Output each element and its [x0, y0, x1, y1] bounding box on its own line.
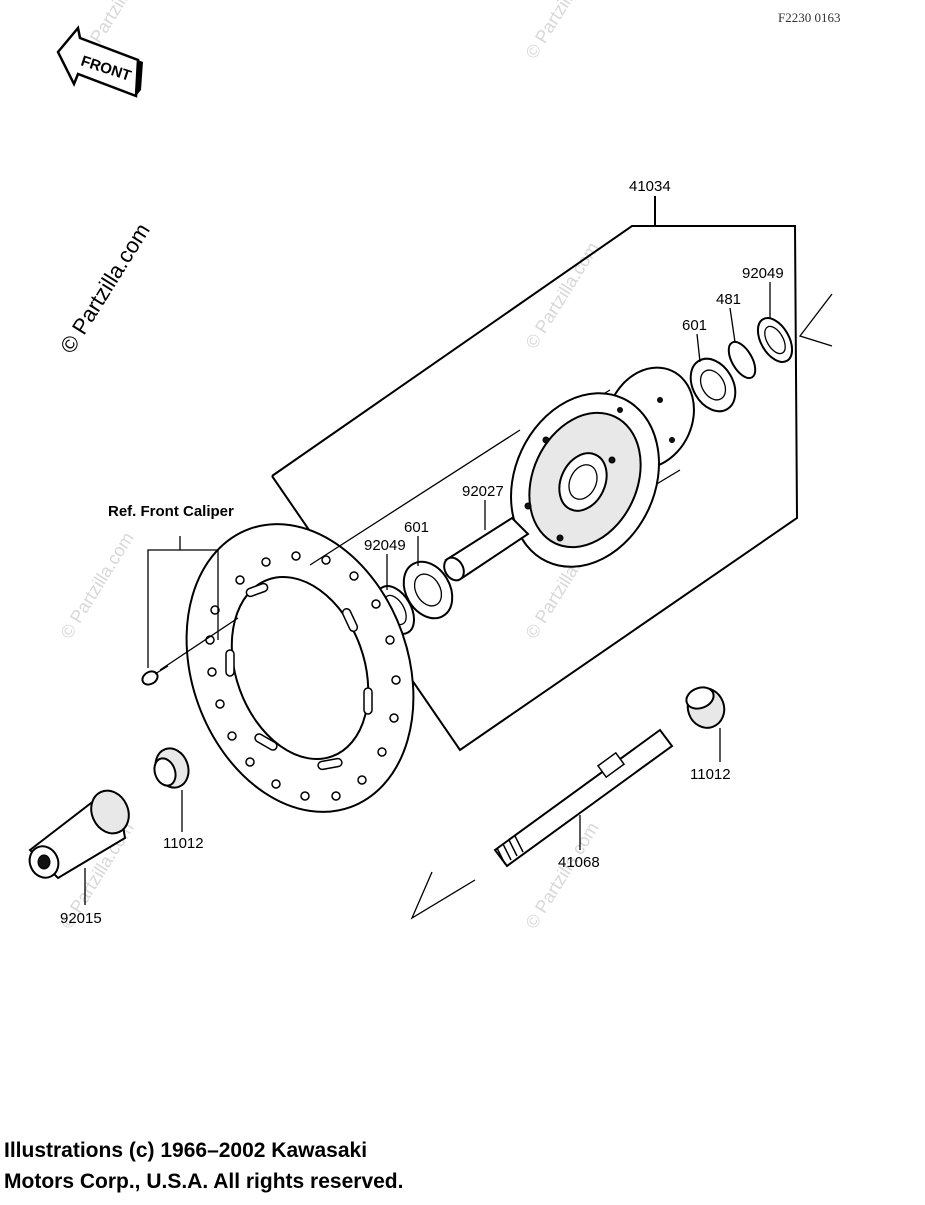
collar-11012-left [153, 747, 190, 789]
direction-mark [410, 871, 476, 920]
spacer-92027 [443, 516, 530, 582]
bearing-601-right [689, 357, 737, 413]
assembly-outline-41034 [271, 196, 799, 752]
collar-11012-right [685, 686, 726, 729]
circlip-481 [727, 340, 757, 380]
part-label-92027: 92027 [462, 483, 504, 500]
oil-seal-92049-right [756, 317, 794, 363]
leader-line [159, 617, 239, 671]
part-label-92015: 92015 [60, 910, 102, 927]
wheel-hub [510, 366, 695, 568]
direction-mark [798, 293, 833, 347]
part-label-92049-right: 92049 [742, 265, 784, 282]
ref-front-caliper-label: Ref. Front Caliper [108, 503, 234, 520]
watermark: © Partzilla.com [521, 0, 602, 62]
axle-41068 [493, 728, 674, 868]
figure-code: F2230 0163 [778, 10, 840, 25]
part-label-601-right: 601 [682, 317, 707, 334]
copyright-line-1: Illustrations (c) 1966–2002 Kawasaki [4, 1139, 368, 1162]
part-label-11012-right: 11012 [690, 766, 731, 783]
watermark: © Partzilla.com [56, 529, 137, 642]
front-arrow-icon: FRONT [56, 25, 143, 98]
part-label-601-left: 601 [404, 519, 429, 536]
brake-disc [185, 523, 415, 813]
disc-bolt [141, 665, 169, 686]
part-label-41034: 41034 [629, 178, 671, 195]
bracket-line [147, 549, 219, 668]
part-label-92049-left: 92049 [364, 537, 406, 554]
part-label-41068: 41068 [558, 854, 600, 871]
part-label-11012-left: 11012 [163, 835, 204, 852]
axle-nut-92015 [28, 789, 130, 880]
leader-lines [84, 282, 771, 905]
part-label-481: 481 [716, 291, 741, 308]
watermark-main: © Partzilla.com [55, 219, 155, 358]
copyright-line-2: Motors Corp., U.S.A. All rights reserved… [4, 1170, 404, 1193]
copyright-notice: Illustrations (c) 1966–2002 Kawasaki Mot… [4, 1135, 403, 1197]
